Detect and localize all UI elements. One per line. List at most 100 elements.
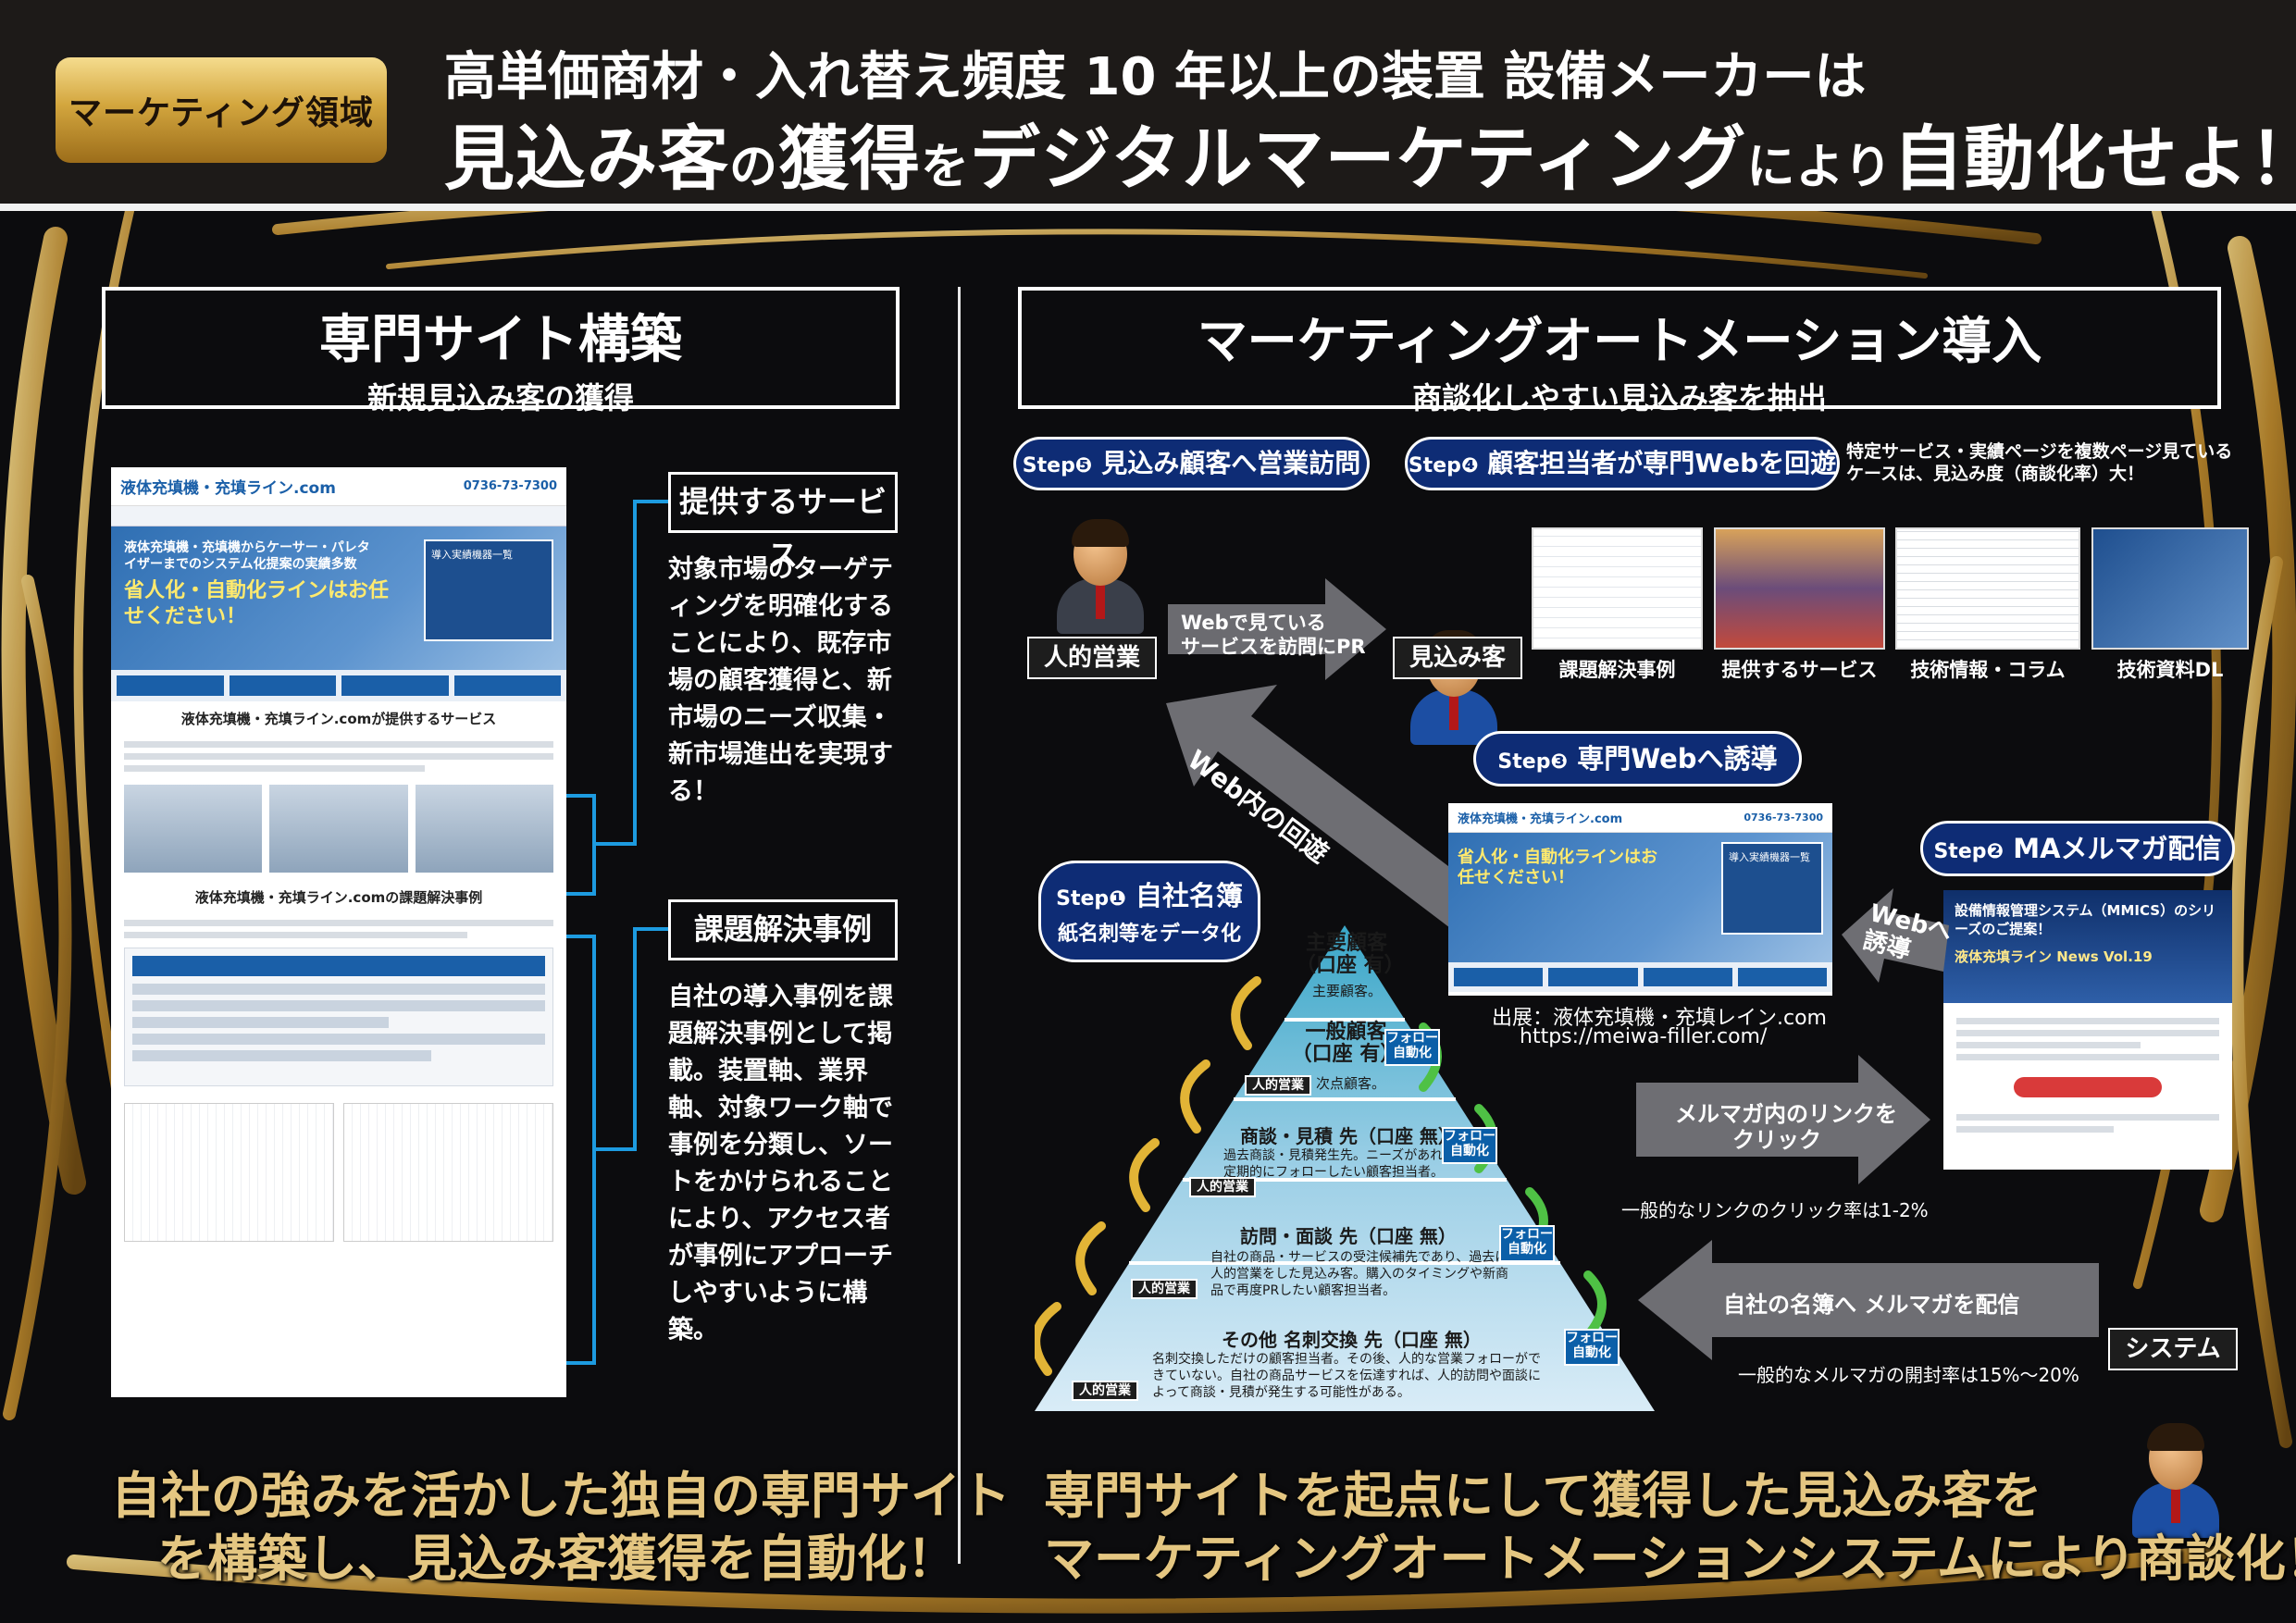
headline-line2: 見込み客の獲得をデジタルマーケティングにより自動化せよ！ <box>444 118 2296 200</box>
column-divider <box>958 287 961 1564</box>
header-divider <box>0 204 2296 211</box>
left-subtitle: 新規見込み客の獲得 <box>366 380 634 415</box>
pyramid-level1-name: 主要顧客 <box>1305 932 1387 955</box>
click-arrow-text: メルマガ内のリンクを クリック <box>1675 1101 1897 1153</box>
step3-site-box-title: 導入実績機器一覧 <box>1729 851 1810 863</box>
right-panel-title-box: マーケティングオートメーション導入 商談化しやすい見込み客を抽出 <box>1018 287 2221 415</box>
open-rate: 一般的なメルマガの開封率は15%〜20% <box>1738 1364 2079 1386</box>
system-person-icon <box>2128 1423 2223 1542</box>
site-logo: 液体充填機・充填ライン.com <box>120 479 336 498</box>
bracket-bottom-tip <box>633 927 670 931</box>
source-line1: 出展：液体充填機・充填レイン.com <box>1492 1007 1827 1030</box>
mail-arrow-text: 自社の名簿へ メルマガを配信 <box>1723 1292 2020 1318</box>
bracket-bottom-vertical <box>633 927 637 1151</box>
left-bottom-line2: を構築し、見込み客獲得を自動化！ <box>157 1530 957 1588</box>
step2-label: MAメルマガ配信 <box>2013 833 2222 864</box>
pyramid-sales-tag-1: 人的営業 <box>1245 1075 1311 1096</box>
step5-number: Step❺ <box>1022 454 1093 477</box>
mail-arrow <box>1638 1240 2099 1360</box>
bracket-top-vertical <box>633 500 637 846</box>
newsletter-header: 設備情報管理システム（MMICS）のシリーズのご提案！ 液体充填ライン News… <box>1943 890 2232 1003</box>
bracket-bottom-link <box>596 1147 633 1151</box>
step5-label: 見込み顧客へ営業訪問 <box>1101 448 1361 478</box>
site-section1-title: 液体充填機・充填ライン.comが提供するサービス <box>180 711 497 727</box>
source-line2: https://meiwa-filler.com/ <box>1520 1025 1768 1048</box>
thumb-tech <box>1895 527 2080 650</box>
service-text: 対象市場のターゲティングを明確化することにより、既存市場の顧客獲得と、新市場のニ… <box>668 555 893 806</box>
left-bottom-line1: 自社の強みを活かした独自の専門サイト <box>111 1467 1011 1525</box>
bracket-top-inner <box>592 794 596 896</box>
bracket-top-h1 <box>566 794 596 798</box>
case-label: 課題解決事例 <box>668 899 898 960</box>
newsletter-cta <box>2014 1077 2162 1097</box>
newsletter-title: 設備情報管理システム（MMICS）のシリーズのご提案！ <box>1955 902 2216 937</box>
right-title: マーケティングオートメーション導入 <box>1197 312 2042 370</box>
domain-badge: マーケティング領域 <box>56 57 387 163</box>
newsletter-screenshot: 設備情報管理システム（MMICS）のシリーズのご提案！ 液体充填ライン News… <box>1943 890 2232 1170</box>
step4-label: 顧客担当者が専門Webを回遊 <box>1487 448 1837 478</box>
follow-tag-4: フォロー 自動化 <box>1564 1329 1620 1366</box>
site-hero-box-title: 導入実績機器一覧 <box>431 549 513 561</box>
click-arrow <box>1636 1055 1930 1184</box>
bracket-bottom-h1 <box>566 935 596 938</box>
pyramid-level1-sub: （口座 有） <box>1296 954 1405 977</box>
right-bottom-line1: 専門サイトを起点にして獲得した見込み客を <box>1044 1467 2042 1525</box>
pyramid-level1-desc: 主要顧客。 <box>1312 983 1383 999</box>
pyramid-level2-name: 一般顧客 <box>1305 1021 1387 1044</box>
bracket-top-tip <box>633 500 670 503</box>
pyramid-level1-title: 主要顧客（口座 有） <box>1296 932 1405 977</box>
thumb-service-caption: 提供するサービス <box>1721 659 1878 681</box>
site-drawings <box>111 1096 566 1249</box>
pr-arrow <box>1168 578 1386 680</box>
step3-site-logo: 液体充填機・充填ライン.com <box>1458 812 1623 826</box>
sales-person-icon <box>1053 519 1148 638</box>
pyramid-sales-tag-4: 人的営業 <box>1072 1381 1138 1401</box>
step3-site: 液体充填機・充填ライン.com 0736-73-7300 省人化・自動化ラインは… <box>1448 803 1832 996</box>
service-label: 提供するサービス <box>668 472 898 573</box>
right-subtitle: 商談化しやすい見込み客を抽出 <box>1412 380 1827 415</box>
step3-badge: Step❸ 専門Webへ誘導 <box>1473 731 1802 787</box>
pyramid-level4-desc: 自社の商品・サービスの受注候補先であり、過去に人的営業をした見込み客。購入のタイ… <box>1210 1250 1508 1298</box>
right-bottom-line2: マーケティングオートメーションシステムにより商談化！ <box>1044 1530 2296 1588</box>
pyramid-level3-desc: 過去商談・見積発生先。ニーズがあれば、定期的にフォローしたい顧客担当者。 <box>1223 1148 1470 1180</box>
case-text: 自社の導入事例を課題解決事例として掲載。装置軸、業界軸、対象ワーク軸で事例を分類… <box>668 983 893 1344</box>
gold-brush-decoration <box>1 211 2296 1614</box>
pyramid-level4-title: 訪問・面談 先（口座 無） <box>1240 1225 1457 1247</box>
site-tabs <box>111 670 566 701</box>
newsletter-news: 液体充填ライン News Vol.19 <box>1955 948 2153 965</box>
sales-tag: 人的営業 <box>1027 637 1157 679</box>
pr-arrow-text: Webで見ている サービスを訪問にPR <box>1181 612 1366 658</box>
follow-tag-3: フォロー 自動化 <box>1499 1225 1555 1262</box>
step3-number: Step❸ <box>1497 750 1569 774</box>
step3-site-hero: 省人化・自動化ラインはお任せください！ 導入実績機器一覧 <box>1448 833 1832 962</box>
step4-badge: Step❹ 顧客担当者が専門Webを回遊 <box>1405 437 1840 490</box>
step4-note: 特定サービス・実績ページを複数ページ見ているケースは、見込み度（商談化率）大！ <box>1846 441 2233 484</box>
newsletter-lines <box>1943 1003 2232 1060</box>
step1-sub: 紙名刺等をデータ化 <box>1057 923 1241 946</box>
prospect-tag: 見込み客 <box>1393 637 1522 679</box>
step1-number: Step❶ <box>1056 887 1126 911</box>
pyramid-sales-tag-3: 人的営業 <box>1131 1279 1198 1299</box>
site-hero-line2: 省人化・自動化ラインはお任せください！ <box>124 579 390 628</box>
step3-label: 専門Webへ誘導 <box>1577 743 1778 774</box>
step2-badge: Step❷ MAメルマガ配信 <box>1920 821 2235 876</box>
bracket-bottom-h2 <box>566 1361 596 1365</box>
site-photos <box>111 777 566 880</box>
web-guide-arrow <box>1842 888 1949 983</box>
left-panel-title-box: 専門サイト構築 新規見込み客の獲得 <box>102 287 900 415</box>
web-roam-arrow <box>1166 685 1514 951</box>
thumb-doc <box>2091 527 2249 650</box>
step1-badge: Step❶ 自社名簿 紙名刺等をデータ化 <box>1038 861 1260 962</box>
system-tag: システム <box>2108 1328 2238 1370</box>
site-text-lines-2 <box>111 920 566 938</box>
step2-number: Step❷ <box>1933 840 2004 863</box>
newsletter-lines-2 <box>1943 1114 2232 1133</box>
pyramid-level3-title: 商談・見積 先（口座 無） <box>1240 1125 1457 1147</box>
bracket-top-link <box>596 842 633 846</box>
bracket-bottom-inner <box>592 935 596 1365</box>
click-rate: 一般的なリンクのクリック率は1-2% <box>1621 1199 1929 1221</box>
pyramid-level2-desc: 次点顧客。 <box>1316 1075 1386 1092</box>
thumb-service <box>1714 527 1885 650</box>
bracket-top-h2 <box>566 892 596 896</box>
thumb-doc-caption: 技術資料DL <box>2116 659 2224 681</box>
